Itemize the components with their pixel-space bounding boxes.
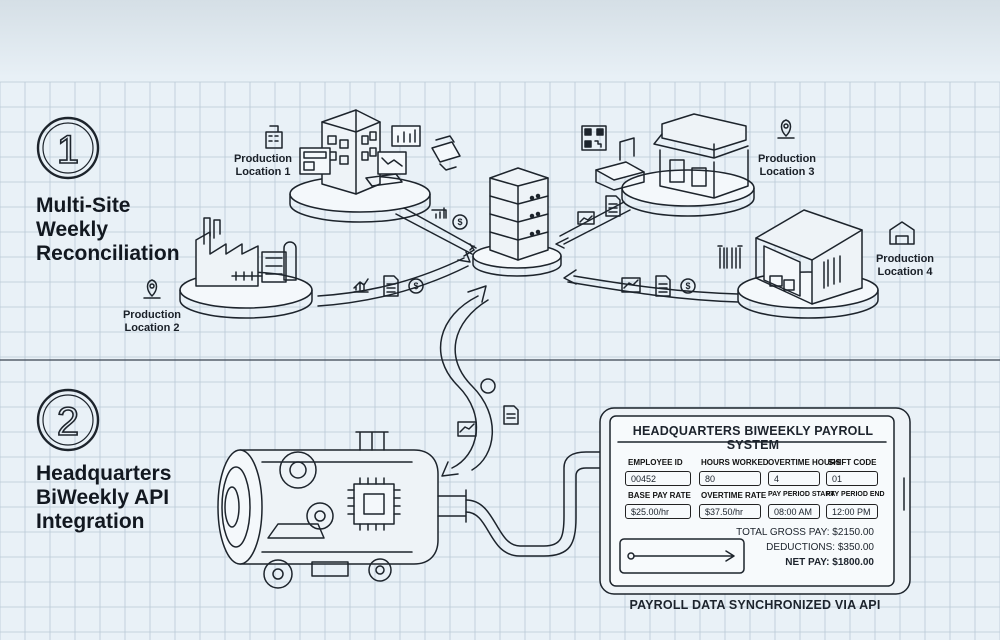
employee-id-field[interactable]: 00452 [625,471,691,486]
central-server-hub [472,167,562,277]
site-network-diagram: $ $ $ [143,109,915,319]
dollar-icon [452,214,468,230]
svg-text:$: $ [685,281,690,291]
shift-code-field[interactable]: 01 [826,471,878,486]
hours-worked-label: HOURS WORKED [701,458,769,467]
sync-progress-bar [619,538,745,574]
step-1-title: Multi-Site Weekly Reconciliation [36,194,180,265]
qr-code-icon [581,125,607,151]
api-sync-arrow [439,285,494,477]
document-icon [655,275,671,297]
map-pin-icon [143,279,161,299]
dollar-icon [408,278,424,294]
warehouse-icon [755,209,863,305]
api-engine-machine [217,431,467,589]
dollar-icon [480,378,496,394]
gear-icon [279,451,317,489]
base-pay-rate-label: BASE PAY RATE [628,491,691,500]
hours-worked-field[interactable]: 80 [699,471,761,486]
cash-register-icon [595,137,645,191]
barcode-icon [717,245,743,269]
svg-text:$: $ [413,281,418,291]
step-1-number: 1 [57,128,79,172]
payroll-tablet [599,407,911,595]
chart-icon [391,125,421,147]
factory-icon [195,217,297,287]
chart-icon [457,421,477,437]
svg-text:$: $ [457,217,462,227]
base-pay-rate-field[interactable]: $25.00/hr [625,504,691,519]
overtime-rate-label: OVERTIME RATE [701,491,767,500]
pay-period-start-field[interactable]: 08:00 AM [768,504,820,519]
chip-icon [347,477,401,531]
gear-icon [263,559,293,589]
dollar-icon [680,278,696,294]
map-pin-icon [777,119,795,139]
data-cable [465,451,609,557]
warehouse-icon [889,221,915,245]
production-location-2-site [179,217,313,319]
office-building-icon [265,125,283,149]
storefront-icon [653,113,749,199]
server-icon [489,167,549,261]
production-location-3-site [581,113,795,217]
overtime-rate-field[interactable]: $37.50/hr [699,504,761,519]
office-building-icon [321,109,381,195]
chart-icon [431,207,447,219]
payroll-system-title: HEADQUARTERS BIWEEKLY PAYROLL SYSTEM [632,424,874,452]
pay-period-end-label: PAY PERIOD END [826,491,885,498]
overtime-hours-field[interactable]: 4 [768,471,820,486]
chart-icon [353,278,369,293]
document-icon [383,275,399,297]
shift-code-label: SHIFT CODE [828,458,877,467]
step-1-badge: 1 [36,116,100,180]
printer-icon [431,135,461,171]
gear-icon [368,558,392,582]
overtime-hours-label: OVERTIME HOURS [768,458,841,467]
chart-icon [577,211,595,225]
chart-icon [621,277,641,293]
computer-monitor-icon [299,147,407,187]
step-2-number: 2 [57,400,79,444]
step-2-title: Headquarters BiWeekly API Integration [36,462,172,533]
production-location-1-site [265,109,461,223]
pay-period-end-field[interactable]: 12:00 PM [826,504,878,519]
net-pay: NET PAY: $1800.00 [785,557,874,568]
pay-period-start-label: PAY PERIOD START [768,491,835,498]
sync-caption: PAYROLL DATA SYNCHRONIZED VIA API [629,598,881,612]
document-icon [605,195,621,217]
employee-id-label: EMPLOYEE ID [628,458,683,467]
document-icon [503,405,519,425]
total-gross-pay: TOTAL GROSS PAY: $2150.00 [736,527,874,538]
production-location-4-site [717,209,915,319]
step-2-badge: 2 [36,388,100,452]
deductions: DEDUCTIONS: $350.00 [766,542,874,553]
